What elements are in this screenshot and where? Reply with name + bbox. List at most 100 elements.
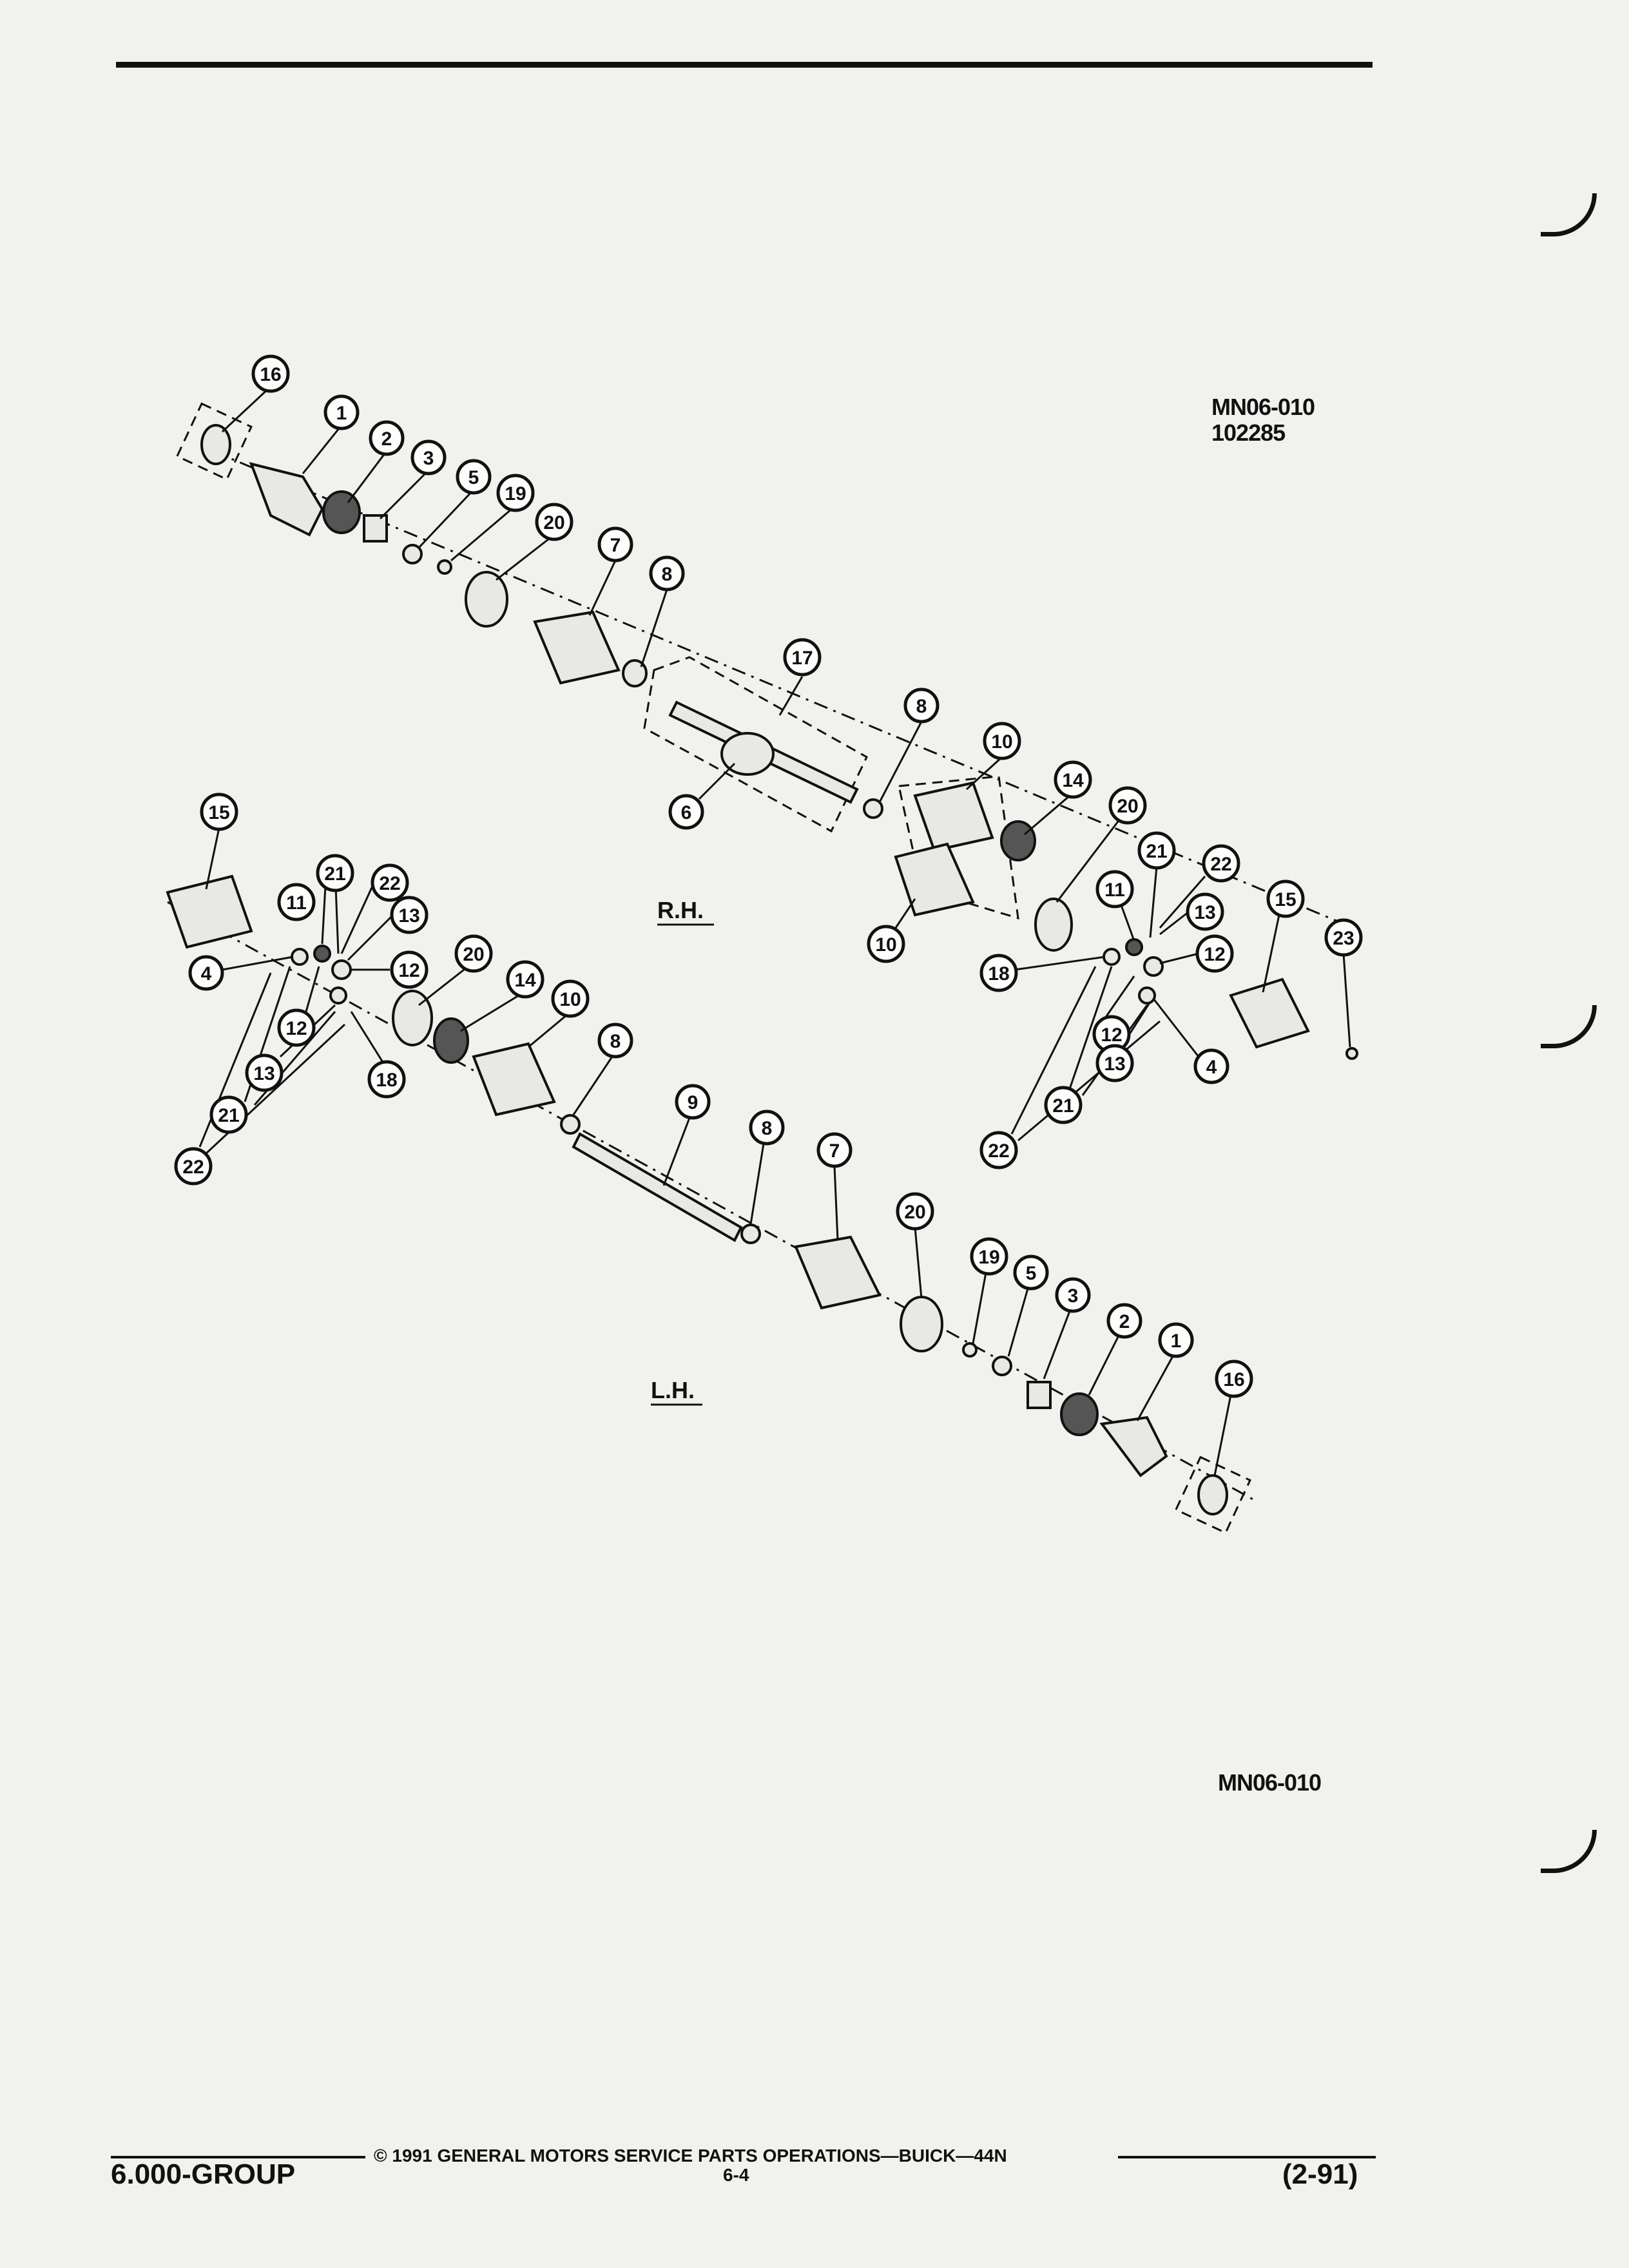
svg-text:3: 3 (423, 448, 434, 469)
leader-10-rh-b (894, 898, 916, 928)
svg-text:4: 4 (201, 963, 212, 985)
rh-housing-ring (1000, 820, 1036, 861)
leader-23-rh (1342, 953, 1351, 1048)
callout-19-rh: 19 (496, 474, 535, 512)
lh-retainer (992, 1356, 1012, 1376)
svg-text:19: 19 (505, 483, 526, 505)
svg-text:18: 18 (376, 1070, 397, 1091)
svg-text:22: 22 (182, 1157, 204, 1178)
svg-text:2: 2 (381, 428, 392, 450)
leader-1-rh (302, 425, 343, 474)
callout-2-lh: 2 (1106, 1303, 1142, 1339)
rh-outer-boot (533, 610, 621, 685)
callout-7-lh: 7 (816, 1132, 853, 1168)
callout-5-lh: 5 (1013, 1254, 1049, 1291)
svg-text:1: 1 (1171, 1331, 1182, 1352)
svg-text:10: 10 (875, 934, 896, 956)
lh-inner-boot (472, 1042, 556, 1117)
leader-7-lh (833, 1166, 839, 1241)
leader-22-lh-c (205, 1023, 346, 1155)
callout-14-rh: 14 (1054, 760, 1092, 799)
rh-cage (322, 490, 361, 534)
svg-text:8: 8 (610, 1031, 621, 1052)
svg-text:20: 20 (1117, 796, 1138, 817)
rh-tripot-housing (1229, 977, 1310, 1049)
reference-code-line2: 102285 (1211, 419, 1286, 446)
svg-text:14: 14 (1062, 770, 1084, 791)
leader-11-rh (1120, 905, 1135, 941)
callout-3-rh: 3 (410, 439, 447, 476)
leader-22-rh-c (1017, 1020, 1161, 1142)
callout-13-lh-b: 13 (245, 1053, 284, 1092)
rh-boot-clamp (622, 659, 648, 687)
rh-label: R.H. (657, 897, 704, 923)
lh-ring (291, 948, 309, 966)
rh-inner-boot-upper (913, 781, 994, 852)
rh-needle-bearing (1103, 948, 1121, 966)
rh-clamp (465, 571, 508, 628)
svg-text:2: 2 (1119, 1311, 1130, 1332)
callout-4-rh: 4 (1193, 1048, 1229, 1084)
callout-23-rh: 23 (1324, 918, 1363, 957)
callout-19-lh: 19 (970, 1237, 1008, 1276)
rh-large-clamp (1034, 898, 1073, 952)
leader-21-rh-b (1068, 966, 1113, 1090)
svg-text:18: 18 (988, 963, 1009, 985)
rh-ball-lower (1138, 986, 1156, 1004)
callout-8-rh-a: 8 (649, 555, 685, 591)
leader-12-lh-b (305, 966, 320, 1012)
callout-22-rh-b: 22 (979, 1131, 1018, 1169)
svg-text:13: 13 (253, 1063, 275, 1084)
footer-page-number: 6-4 (723, 2165, 749, 2185)
svg-text:12: 12 (1204, 944, 1225, 965)
leader-13-lh (347, 914, 394, 961)
leader-22-rh-b (1010, 966, 1097, 1135)
callout-2-rh: 2 (369, 420, 405, 456)
callout-16-lh: 16 (1215, 1360, 1253, 1398)
callout-8-lh-b: 8 (749, 1110, 785, 1146)
svg-text:15: 15 (1275, 889, 1296, 910)
svg-text:6: 6 (681, 802, 692, 823)
callout-5-rh: 5 (456, 459, 492, 495)
svg-text:22: 22 (988, 1140, 1009, 1162)
rh-retainer (402, 544, 423, 564)
rh-snap-ring (437, 559, 452, 575)
svg-text:15: 15 (208, 802, 229, 823)
callout-9-lh: 9 (675, 1084, 711, 1120)
callout-12-rh: 12 (1195, 934, 1234, 973)
callout-8-lh-a: 8 (597, 1023, 633, 1059)
callout-14-lh: 14 (506, 960, 545, 999)
leader-17-rh (778, 676, 804, 716)
callout-20-lh-b: 20 (896, 1192, 934, 1231)
leader-2-lh (1088, 1336, 1119, 1396)
leader-15-lh (205, 827, 220, 890)
svg-text:12: 12 (1101, 1024, 1122, 1046)
leader-18-lh (350, 1011, 385, 1064)
footer-date: (2-91) (1282, 2158, 1358, 2190)
callout-12-lh: 12 (390, 950, 429, 989)
svg-text:5: 5 (1026, 1263, 1037, 1284)
figure-code: MN06-010 (1218, 1769, 1322, 1796)
footer-copyright: © 1991 GENERAL MOTORS SERVICE PARTS OPER… (374, 2146, 1007, 2166)
callout-11-rh: 11 (1095, 870, 1134, 908)
rh-seal-box (175, 402, 253, 481)
callout-22-lh: 22 (371, 863, 409, 902)
callout-4-lh: 4 (188, 955, 224, 991)
svg-text:10: 10 (559, 989, 581, 1010)
callout-21-rh: 21 (1137, 831, 1176, 870)
leader-12-rh (1159, 952, 1199, 965)
lh-spider (331, 959, 352, 980)
svg-text:20: 20 (904, 1202, 925, 1223)
lh-shaft (572, 1132, 743, 1242)
callout-10-rh-a: 10 (983, 722, 1021, 760)
callout-22-rh: 22 (1202, 844, 1240, 883)
callout-21-lh: 21 (316, 854, 354, 892)
lh-cage (1060, 1392, 1099, 1436)
leader-1-lh (1136, 1356, 1174, 1421)
leader-4-rh (1152, 998, 1200, 1057)
svg-text:9: 9 (688, 1092, 699, 1113)
lh-seal-part (1197, 1474, 1228, 1515)
leader-11-lh (321, 885, 327, 945)
rh-inner-box (898, 775, 1019, 920)
